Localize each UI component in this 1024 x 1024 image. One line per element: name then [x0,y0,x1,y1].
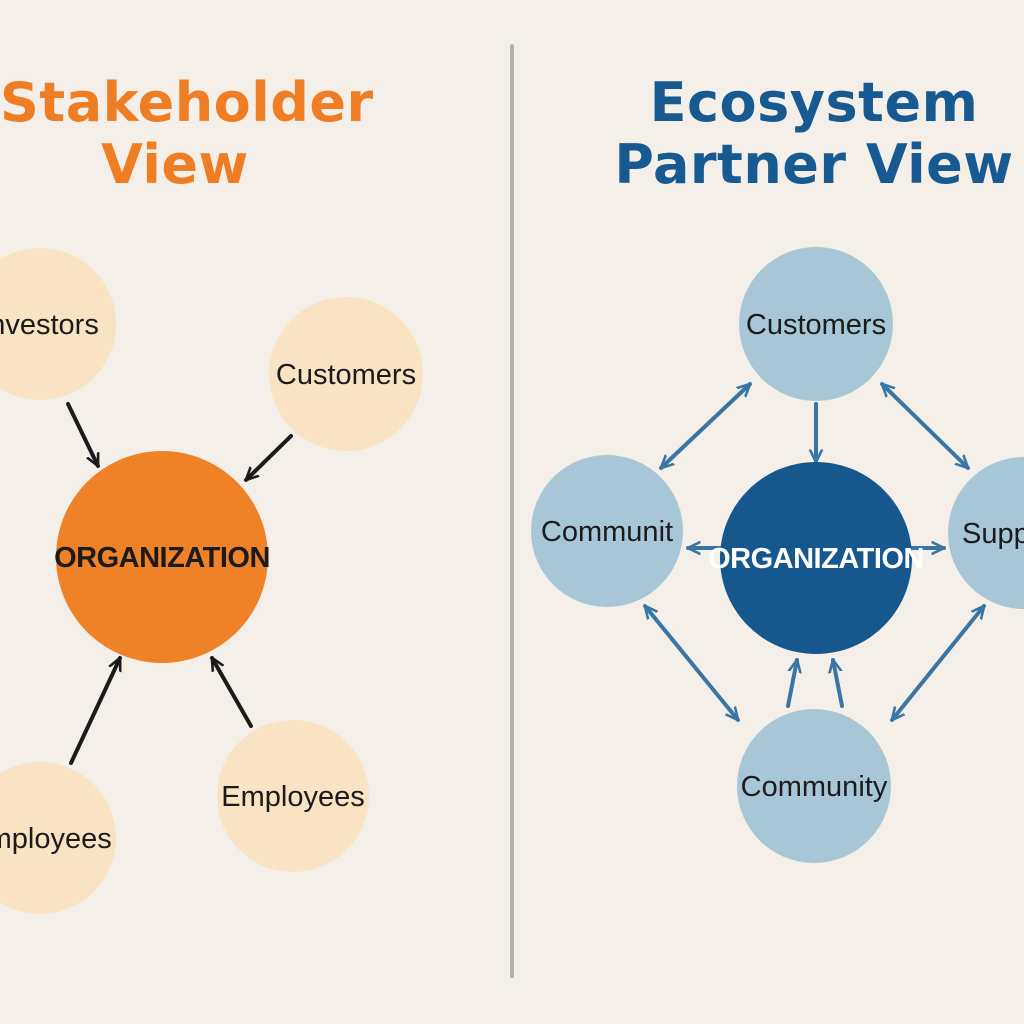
node-community-label: Community [741,771,888,803]
stakeholder-diagram: Investors Customers Employees Employees … [0,248,423,914]
node-customers: Customers [269,297,423,451]
ecosystem-arrows [643,382,986,722]
ecosystem-view-title: Ecosystem Partner View [614,72,1014,196]
node-communit-label: Communit [541,516,673,548]
arrow-customers-suppliers [880,382,970,470]
panel-divider [510,44,514,978]
node-employees-left: Employees [0,762,116,914]
organization-label-left: ORGANIZATION [54,542,270,574]
node-customers-ecosystem: Customers [739,247,893,401]
organization-label-right: ORGANIZATION [708,543,924,575]
node-customers-label: Customers [276,359,416,391]
stakeholder-view-title: Stakeholder View [0,71,374,196]
node-suppliers-label: Suppliers [962,518,1024,550]
stakeholder-arrows [66,402,293,765]
organization-node-right: ORGANIZATION [708,462,924,654]
node-customers-ecosystem-label: Customers [746,309,886,341]
arrow-investors-to-org [66,402,100,468]
arrow-communit-community [643,604,740,722]
ecosystem-title-line2: Partner View [614,133,1014,196]
arrow-community-to-org-2 [833,658,844,708]
node-employees-left-label: Employees [0,823,112,855]
node-suppliers: Suppliers [948,457,1024,609]
ecosystem-title-line1: Ecosystem [649,71,979,134]
node-community: Community [737,709,891,863]
node-investors: Investors [0,248,116,400]
ecosystem-diagram: Customers Communit Suppliers Community O… [531,247,1024,863]
organization-node-left: ORGANIZATION [54,451,270,663]
node-employees-right-label: Employees [221,781,364,813]
node-communit: Communit [531,455,683,607]
stakeholder-title-line1: Stakeholder [0,71,374,134]
stakeholder-title-line2: View [101,133,249,196]
arrow-employees-right-to-org [210,656,253,728]
arrow-customers-communit [659,382,752,470]
arrow-suppliers-community [890,604,986,722]
node-investors-label: Investors [0,309,99,341]
arrow-employees-left-to-org [69,656,122,765]
node-employees-right: Employees [217,720,369,872]
arrow-customers-to-org [244,434,293,482]
arrow-community-to-org-1 [786,658,797,708]
